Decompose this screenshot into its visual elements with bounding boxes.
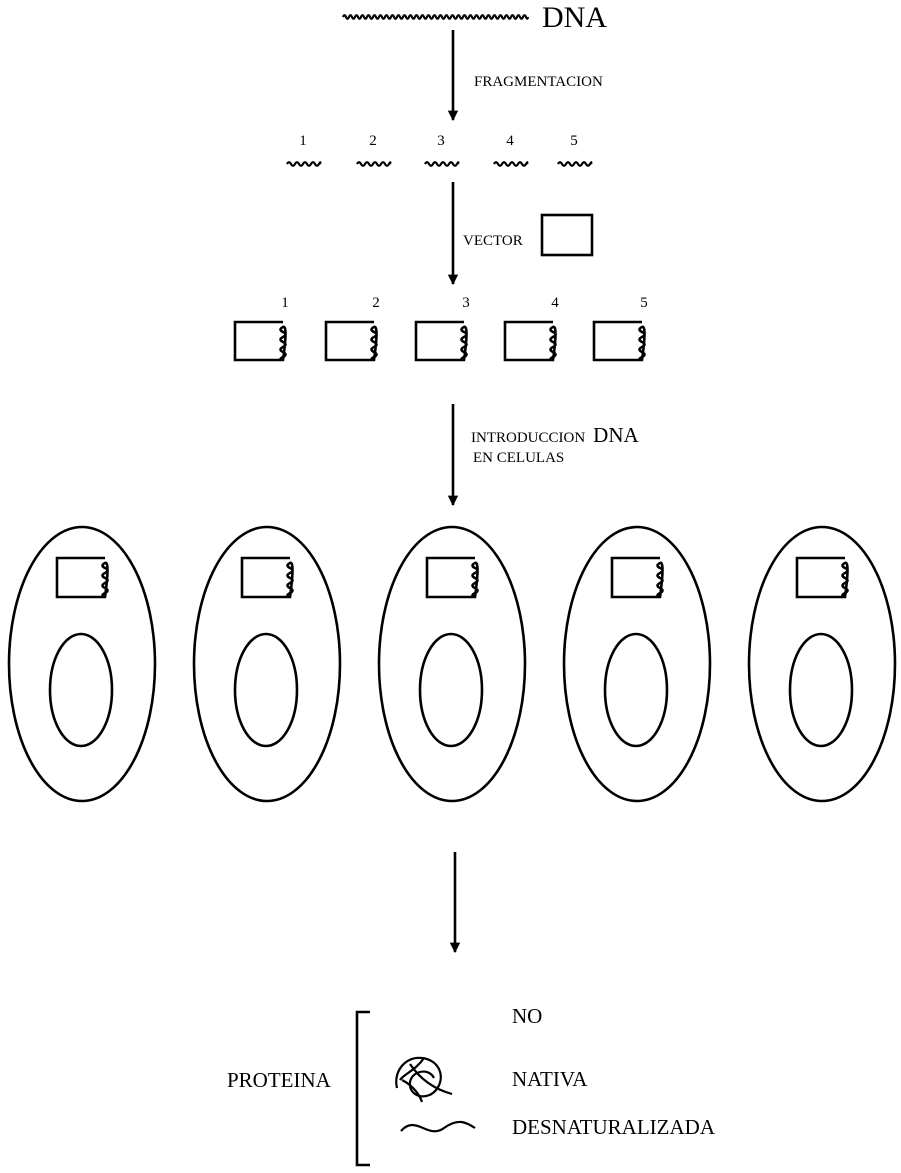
vector-number-2: 2 [372, 295, 380, 311]
vector-number-1: 1 [281, 295, 289, 311]
recombinant-vector-5 [594, 322, 645, 360]
host-cell-3 [379, 527, 525, 801]
recombinant-vector-3 [416, 322, 467, 360]
dna-strand [343, 15, 528, 19]
dna-fragment-1 [287, 162, 320, 166]
folded-protein-icon [396, 1058, 452, 1102]
dna-fragments: 1 2 3 4 5 [287, 133, 591, 166]
dna-fragment-2 [357, 162, 390, 166]
host-cell-1 [9, 527, 155, 801]
protein-label: PROTEINA [227, 1068, 332, 1092]
cell-membrane [749, 527, 895, 801]
recombinant-vector-4 [505, 322, 556, 360]
introduction-label-line2: EN CELULAS [473, 450, 564, 466]
dna-fragment-5 [558, 162, 591, 166]
vector-number-5: 5 [640, 295, 648, 311]
cell-vector [797, 558, 848, 597]
introduction-label-line1: INTRODUCCION DNA [471, 423, 640, 447]
outcome-bracket [357, 1012, 370, 1165]
cell-nucleus [790, 634, 852, 746]
cell-nucleus [50, 634, 112, 746]
fragment-number-2: 2 [369, 133, 377, 149]
recombinant-vectors: 1 2 3 4 5 [235, 295, 648, 360]
dna-label: DNA [542, 1, 607, 34]
fragment-number-4: 4 [506, 133, 514, 149]
introduction-label-dna: DNA [593, 423, 639, 447]
cell-nucleus [420, 634, 482, 746]
fragment-number-5: 5 [570, 133, 578, 149]
cell-vector [612, 558, 663, 597]
denatured-protein-icon [401, 1122, 475, 1131]
outcome-nativa: NATIVA [512, 1067, 588, 1091]
cell-membrane [564, 527, 710, 801]
vector-number-3: 3 [462, 295, 470, 311]
vector-number-4: 4 [551, 295, 559, 311]
cell-vector [242, 558, 293, 597]
host-cell-5 [749, 527, 895, 801]
host-cells [9, 527, 895, 801]
fragment-number-1: 1 [299, 133, 307, 149]
recombinant-vector-2 [326, 322, 377, 360]
fragment-number-3: 3 [437, 133, 445, 149]
cell-membrane [379, 527, 525, 801]
cell-nucleus [605, 634, 667, 746]
cell-nucleus [235, 634, 297, 746]
vector-icon [542, 215, 592, 255]
outcome-no: NO [512, 1004, 542, 1028]
outcome-desnaturalizada: DESNATURALIZADA [512, 1115, 716, 1139]
introduction-label-prefix: INTRODUCCION [471, 430, 585, 446]
fragmentation-label: FRAGMENTACION [474, 74, 603, 90]
host-cell-2 [194, 527, 340, 801]
cell-vector [57, 558, 108, 597]
dna-fragment-3 [425, 162, 458, 166]
dna-fragment-4 [494, 162, 527, 166]
cell-membrane [194, 527, 340, 801]
cell-vector [427, 558, 478, 597]
recombinant-vector-1 [235, 322, 286, 360]
vector-label: VECTOR [463, 233, 523, 249]
cell-membrane [9, 527, 155, 801]
host-cell-4 [564, 527, 710, 801]
